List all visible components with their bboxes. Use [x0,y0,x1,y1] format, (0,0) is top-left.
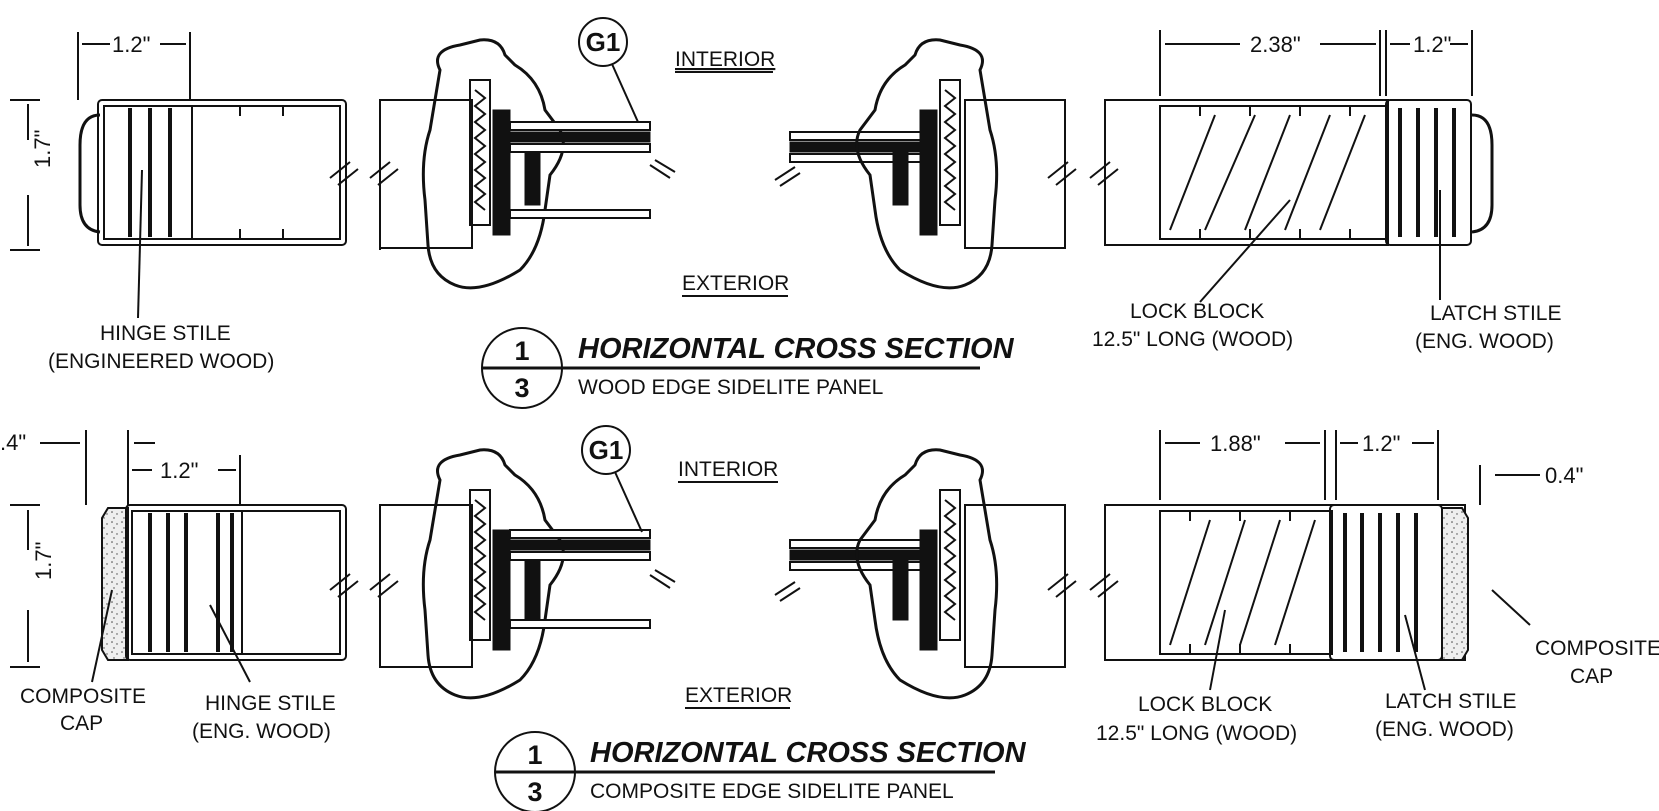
hinge-stile-label-2-1: HINGE STILE [205,692,336,715]
right-glazing-frame [855,38,999,290]
composite-cap-left-label-1: COMPOSITE [20,685,146,708]
dim-latch-width: 1.2" [1413,32,1451,57]
section-subtitle-2: COMPOSITE EDGE SIDELITE PANEL [590,780,954,803]
hinge-stile-label-2: (ENGINEERED WOOD) [48,350,274,373]
section-title: HORIZONTAL CROSS SECTION [578,333,1015,365]
detail-number-2: 1 [527,740,542,770]
left-glass [509,121,676,219]
dim-cap-left: .4" [0,430,26,455]
left-glass-2 [509,529,676,629]
right-composite-cap [1441,507,1469,661]
lock-block-label-2-2: 12.5" LONG (WOOD) [1096,722,1297,745]
lock-block-label-1: LOCK BLOCK [1130,300,1264,323]
section-wood-edge: G1 INTERIOR EXTERIOR [10,17,1561,409]
right-core-panel [964,99,1066,249]
detail-number: 1 [514,336,529,366]
dim-thickness-2: 1.7" [31,542,56,580]
lock-block [1104,99,1389,246]
dim-latch-width-2: 1.2" [1362,431,1400,456]
section-title-2: HORIZONTAL CROSS SECTION [590,737,1027,769]
g1-tag-2: G1 [581,425,643,533]
right-core-panel-2 [964,504,1066,668]
hinge-stile-label-2-2: (ENG. WOOD) [192,720,331,743]
hinge-stile-label-1: HINGE STILE [100,322,231,345]
left-panel-assembly [78,99,399,246]
dim-lock-block: 2.38" [1250,32,1301,57]
exterior-label-2: EXTERIOR [685,684,792,707]
composite-cap-right-label-2: CAP [1570,665,1613,688]
left-composite-cap [101,507,129,661]
latch-stile-label-2-2: (ENG. WOOD) [1375,718,1514,741]
left-glazing-frame [421,38,565,290]
composite-cap-right-label-1: COMPOSITE [1535,637,1659,660]
right-glazing-frame-2 [855,448,999,700]
interior-label: INTERIOR [675,48,775,71]
g1-tag-text-2: G1 [589,435,624,465]
latch-stile-label-1: LATCH STILE [1430,302,1561,325]
section-subtitle: WOOD EDGE SIDELITE PANEL [578,376,883,399]
dimensions-top: 1.2" 1.7" 2.38" 1.2" [10,30,1473,251]
left-glazing-frame-2 [421,448,565,700]
left-panel-assembly-2 [125,504,399,661]
composite-cap-left-label-2: CAP [60,712,103,735]
latch-stile-label-2-1: LATCH STILE [1385,690,1516,713]
dim-cap-right: 0.4" [1545,463,1583,488]
latch-stile-2 [1329,504,1443,661]
title-block-1: 1 3 HORIZONTAL CROSS SECTION WOOD EDGE S… [481,327,1015,409]
latch-stile [1385,99,1494,246]
interior-label-2: INTERIOR [678,458,778,481]
g1-tag-text: G1 [586,27,621,57]
dim-lock-block-2: 1.88" [1210,431,1261,456]
dim-thickness: 1.7" [30,130,55,168]
dim-hinge-width-2: 1.2" [160,458,198,483]
title-block-2: 1 3 HORIZONTAL CROSS SECTION COMPOSITE E… [494,731,1027,811]
sheet-number-2: 3 [527,777,542,807]
sheet-number: 3 [514,373,529,403]
lock-block-2 [1104,504,1466,661]
dimensions-bottom: .4" 1.2" 1.7" 1.88" 1.2" [0,430,1583,668]
lock-block-label-2-1: LOCK BLOCK [1138,693,1272,716]
exterior-label: EXTERIOR [682,272,789,295]
g1-tag: G1 [578,17,639,123]
section-composite-edge: G1 INTERIOR EXTERIOR [0,425,1659,811]
lock-block-label-2: 12.5" LONG (WOOD) [1092,328,1293,351]
left-core-panel-2 [379,504,473,668]
latch-stile-label-2: (ENG. WOOD) [1415,330,1554,353]
dim-hinge-width: 1.2" [112,32,150,57]
